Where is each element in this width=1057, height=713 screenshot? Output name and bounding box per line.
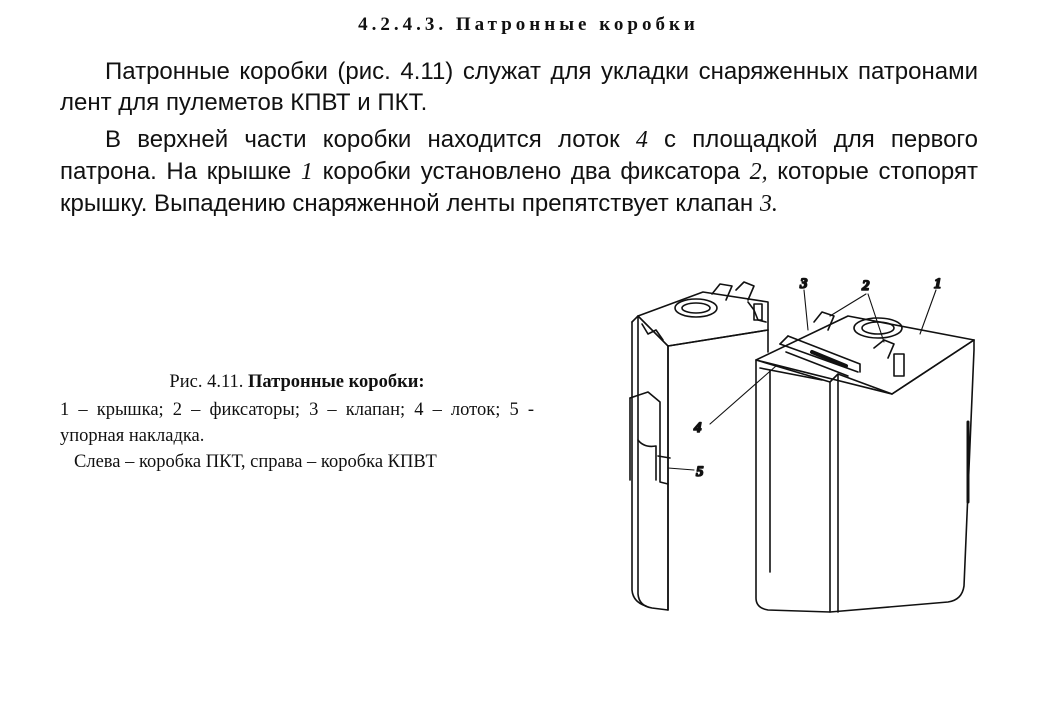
kpvt-box [755, 311, 975, 613]
caption-title-text: Патронные коробки: [248, 372, 425, 392]
caption-title: Рис. 4.11. Патронные коробки: [60, 369, 534, 395]
ref-number-1: 1 [300, 159, 313, 185]
label-valve-3: 3 [799, 276, 808, 292]
paragraph-purpose: Патронные коробки (рис. 4.11) служат для… [60, 58, 978, 116]
ref-number-3: 3. [759, 191, 778, 217]
pkt-box [629, 281, 769, 611]
ammo-boxes-drawing: 3 2 1 4 5 [629, 275, 975, 613]
figure-caption: Рис. 4.11. Патронные коробки: 1 – крышка… [60, 369, 534, 475]
ref-number-2: 2, [749, 159, 768, 185]
caption-legend: 1 – крышка; 2 – фиксаторы; 3 – клапан; 4… [60, 400, 534, 446]
paragraph-text: с площадкой для первого патрона. На крыш… [60, 126, 978, 185]
paragraph-text: коробки установлено два фиксатора [312, 158, 750, 185]
ref-number-4: 4 [635, 127, 648, 153]
paragraph-description: В верхней части коробки находится лоток … [60, 124, 978, 220]
label-tray-4: 4 [693, 420, 702, 436]
label-lid-1: 1 [934, 276, 942, 292]
section-heading: 4.2.4.3. Патронные коробки [358, 14, 699, 35]
caption-note: Слева – коробка ПКТ, справа – коробка КП… [74, 452, 437, 472]
paragraph-text: которые стопорят крышку. Выпадению снаря… [60, 158, 979, 217]
label-latch-2: 2 [861, 278, 870, 294]
label-stop-plate-5: 5 [696, 464, 704, 480]
paragraph-text: В верхней части коробки находится лоток [105, 126, 636, 153]
leader-lines [667, 289, 937, 471]
caption-prefix: Рис. 4.11. [169, 372, 249, 392]
ammo-boxes-figure: 3 2 1 4 5 [608, 272, 988, 652]
